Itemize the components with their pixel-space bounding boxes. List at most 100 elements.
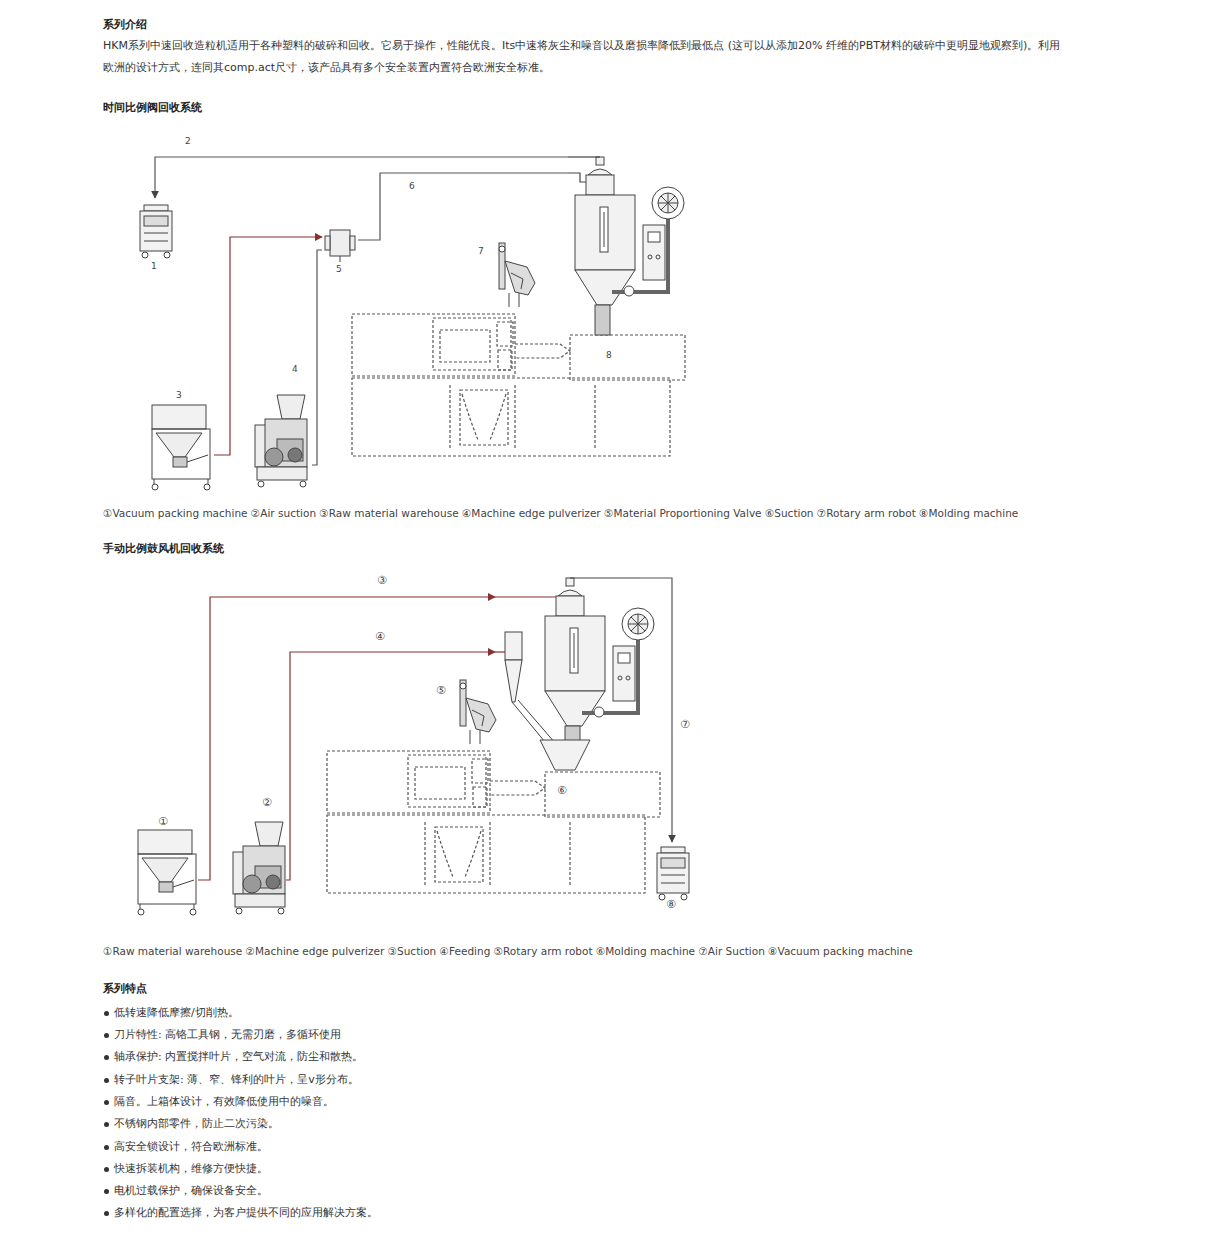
machine-callout: 3 [148, 388, 214, 492]
pipe-connector [198, 597, 495, 880]
machine-callout: ⑤ [432, 676, 494, 752]
machine-callout: ⑥ [495, 574, 640, 814]
callout-number: 7 [478, 246, 484, 257]
feature-item: 低转速降低摩擦/切削热。 [104, 1006, 239, 1020]
feature-text: 刀片特性: 高铬工具钢，无需刃磨，多循环使用 [114, 1028, 341, 1042]
callout-number: ① [158, 815, 168, 828]
feature-item: 快速拆装机构，维修方便快捷。 [104, 1162, 268, 1176]
rotary-arm-robot [460, 680, 496, 744]
bullet-dot [104, 1211, 109, 1216]
drawing-part [340, 256, 341, 262]
edge-pulverizer [255, 395, 307, 487]
feature-text: 多样化的配置选择，为客户提供不同的应用解决方案。 [114, 1206, 378, 1220]
feature-item: 不锈钢内部零件，防止二次污染。 [104, 1117, 279, 1131]
hopper-dryer [545, 578, 654, 756]
bullet-dot [104, 1078, 109, 1083]
feature-text: 不锈钢内部零件，防止二次污染。 [114, 1117, 279, 1131]
machine-callout: 4 [250, 362, 312, 490]
drawing-part [568, 173, 586, 182]
hopper-dryer [575, 157, 684, 335]
callout-number: ⑥ [557, 784, 567, 797]
callout-number: ② [262, 796, 272, 809]
inlet-pipe [286, 578, 640, 880]
feature-text: 高安全锁设计，符合欧洲标准。 [114, 1140, 268, 1154]
feature-item: 高安全锁设计，符合欧洲标准。 [104, 1140, 268, 1154]
line-callout: ⑦ [679, 718, 691, 731]
bullet-dot [104, 1167, 109, 1172]
line-callout: ③ [376, 574, 388, 587]
callout-number: ⑧ [666, 898, 676, 911]
feature-item: 电机过载保护，确保设备安全。 [104, 1184, 268, 1198]
pipe-connector [640, 578, 672, 842]
machine-callout: 5 [322, 226, 358, 278]
line-callout: ④ [374, 630, 386, 643]
feature-item: 转子叶片支架: 薄、窄、锋利的叶片，呈v形分布。 [104, 1073, 359, 1087]
feature-text: 低转速降低摩擦/切削热。 [114, 1006, 239, 1020]
line-callout: 2 [184, 136, 192, 147]
raw-material-warehouse [152, 405, 210, 490]
pipe-connector [312, 250, 322, 465]
cyclone [505, 632, 590, 770]
machine-callout: ② [226, 795, 302, 915]
drawing-part [350, 236, 355, 250]
drawing-part [286, 795, 290, 880]
pipe-connector [358, 173, 568, 240]
callout-number: 4 [292, 364, 298, 375]
drawing-part [495, 651, 505, 652]
line-callout: 6 [408, 181, 416, 192]
feature-text: 电机过载保护，确保设备安全。 [114, 1184, 268, 1198]
machine-callout: 8 [568, 150, 688, 382]
callout-number: 5 [336, 264, 342, 275]
callout-number: ⑤ [436, 684, 446, 697]
machine-callout: 7 [474, 240, 536, 316]
bullet-dot [104, 1055, 109, 1060]
molding-machine-outline [352, 314, 685, 456]
legend-caption: ①Raw material warehouse ②Machine edge pu… [103, 944, 913, 958]
page-title: 系列介绍 [103, 18, 147, 32]
bullet-dot [104, 1189, 109, 1194]
feature-text: 快速拆装机构，维修方便快捷。 [114, 1162, 268, 1176]
feature-item: 隔音。上箱体设计，有效降低使用中的噪音。 [104, 1095, 334, 1109]
drawing-part [495, 596, 556, 597]
feature-item: 刀片特性: 高铬工具钢，无需刃磨，多循环使用 [104, 1028, 341, 1042]
drawing-part [568, 156, 600, 157]
vacuum-packing-machine [140, 205, 172, 258]
section-heading: 手动比例鼓风机回收系统 [103, 542, 224, 556]
bullet-dot [104, 1100, 109, 1105]
edge-pulverizer [233, 822, 285, 914]
bullet-dot [104, 1145, 109, 1150]
callout-number: 3 [176, 390, 182, 401]
machine-callout: 1 [136, 198, 176, 276]
rotary-arm-robot [499, 243, 535, 307]
feature-text: 隔音。上箱体设计，有效降低使用中的噪音。 [114, 1095, 334, 1109]
machine-callout: ① [134, 815, 198, 915]
machine-callout: ⑧ [652, 842, 696, 916]
intro-paragraph: HKM系列中速回收造粒机适用于各种塑料的破碎和回收。它易于操作，性能优良。Its… [103, 35, 1063, 79]
section-heading: 时间比例阀回收系统 [103, 101, 202, 115]
vacuum-packing-machine [657, 847, 689, 900]
raw-material-warehouse [138, 830, 196, 915]
pipe-connector [214, 237, 322, 455]
legend-caption: ①Vacuum packing machine ②Air suction ③Ra… [103, 506, 1018, 520]
bullet-dot [104, 1122, 109, 1127]
callout-number: 8 [606, 350, 612, 361]
bullet-dot [104, 1033, 109, 1038]
drawing-part [505, 660, 522, 702]
feature-item: 多样化的配置选择，为客户提供不同的应用解决方案。 [104, 1206, 378, 1220]
drawing-part [325, 236, 330, 250]
drawing-part [540, 740, 590, 770]
molding-machine-outline [327, 751, 660, 893]
drawing-part [505, 632, 522, 660]
feature-item: 轴承保护: 内置搅拌叶片，空气对流，防尘和散热。 [104, 1050, 363, 1064]
feature-text: 轴承保护: 内置搅拌叶片，空气对流，防尘和散热。 [114, 1050, 363, 1064]
drawing-part [330, 230, 350, 256]
feature-text: 转子叶片支架: 薄、窄、锋利的叶片，呈v形分布。 [114, 1073, 359, 1087]
inlet-pipe [568, 157, 600, 182]
callout-number: 1 [151, 261, 157, 272]
drawing-part [570, 577, 640, 578]
section-heading: 系列特点 [103, 982, 147, 996]
pipe-connector [290, 652, 495, 795]
